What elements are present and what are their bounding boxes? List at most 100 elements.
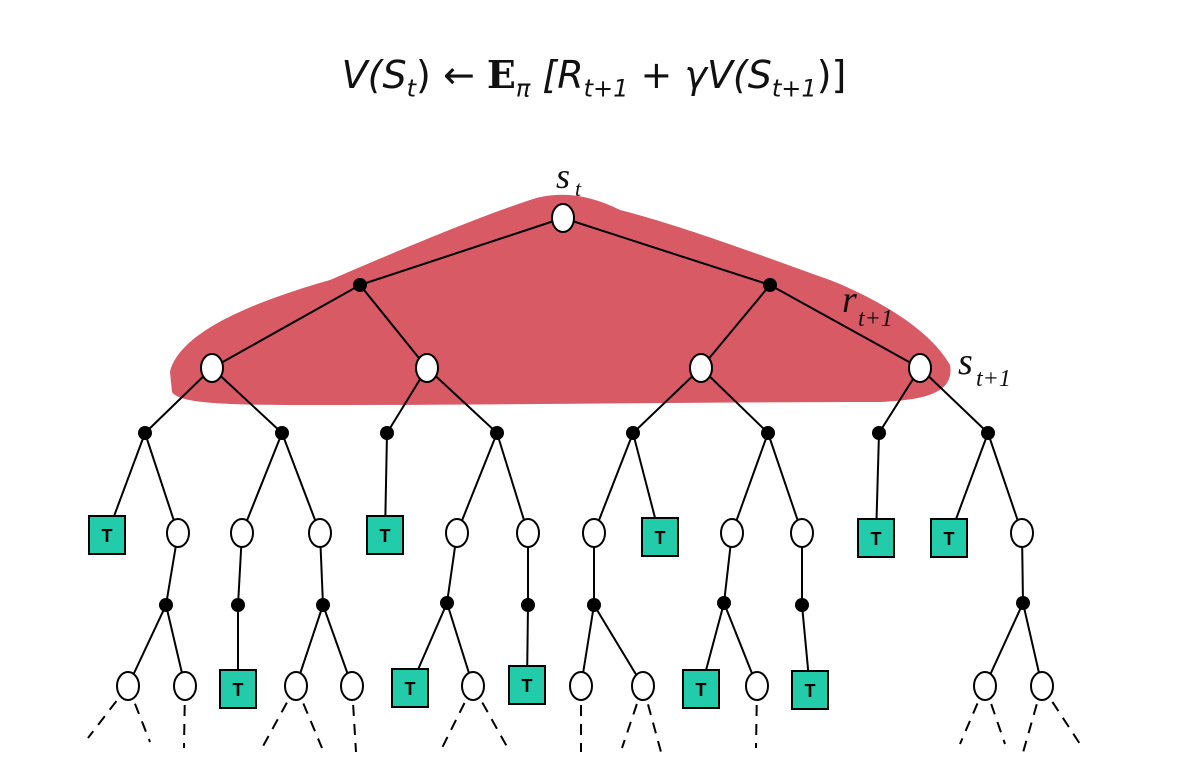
tree-edge [769, 284, 921, 369]
tree-edge [919, 367, 989, 434]
terminal-box [930, 518, 968, 558]
state-node [582, 518, 606, 548]
terminal-node: T [391, 668, 429, 708]
terminal-node: T [791, 670, 829, 710]
state-node [1010, 518, 1034, 548]
action-node [1016, 596, 1030, 610]
state-node [516, 518, 540, 548]
action-node [587, 598, 601, 612]
terminal-label: T [871, 529, 882, 549]
state-node [340, 671, 364, 701]
eq-r-sub: t+1 [583, 74, 629, 103]
action-node [353, 278, 367, 292]
terminal-node: T [366, 515, 404, 555]
root-state-sub: t [575, 176, 582, 201]
next-state-label: s [958, 341, 973, 383]
tree-edge [984, 602, 1024, 687]
state-node [308, 518, 332, 548]
action-node [490, 426, 504, 440]
tree-edge [241, 432, 283, 534]
eq-lhs: V(S [341, 53, 407, 97]
dashed-branch [642, 685, 662, 753]
action-node [981, 426, 995, 440]
action-node [159, 598, 173, 612]
state-node [973, 671, 997, 701]
terminal-node: T [219, 669, 257, 709]
tree-edge [723, 602, 758, 687]
tree-edge [593, 604, 644, 687]
eq-rhs-paren: ) [416, 53, 431, 97]
tree-edge [426, 367, 498, 434]
tree-edge [731, 432, 769, 534]
eq-v2-sub: t+1 [771, 74, 817, 103]
eq-plus: + [628, 53, 685, 97]
tree-edge [562, 217, 771, 286]
state-node [230, 518, 254, 548]
terminal-label: T [696, 680, 707, 700]
state-node [284, 671, 308, 701]
terminal-label: T [102, 526, 113, 546]
action-node [380, 426, 394, 440]
tree-edge [359, 284, 428, 369]
state-node [790, 518, 814, 548]
terminal-label: T [522, 676, 533, 696]
terminal-label: T [655, 528, 666, 548]
reward-label: r [842, 279, 857, 321]
root-state-label: s [556, 156, 570, 196]
terminal-node: T [641, 517, 679, 557]
tree-edge [281, 432, 321, 534]
tree-edge [987, 432, 1023, 534]
dashed-branch [472, 685, 511, 753]
tree-edge [593, 432, 634, 534]
action-node [872, 426, 886, 440]
terminal-node: T [930, 518, 968, 558]
next-state-sub: t+1 [976, 366, 1011, 392]
terminal-node: T [508, 665, 546, 705]
terminal-label: T [405, 679, 416, 699]
tree-edge [211, 367, 283, 434]
state-node [1030, 671, 1054, 701]
highlight-region [170, 194, 951, 405]
terminal-label: T [380, 526, 391, 546]
state-node [173, 671, 197, 701]
terminal-node: T [857, 518, 895, 558]
tree-edge [767, 432, 803, 534]
eq-expect-sub: π [515, 74, 531, 103]
action-node [626, 426, 640, 440]
eq-bracket-open: [R [542, 53, 584, 97]
terminal-box [219, 669, 257, 709]
state-node [461, 671, 485, 701]
state-node [445, 518, 469, 548]
state-node [631, 671, 655, 701]
tree-edge [496, 432, 529, 534]
terminal-box [391, 668, 429, 708]
eq-arrow: ← [442, 53, 475, 97]
state-node [745, 671, 769, 701]
dashed-branch [261, 685, 297, 749]
action-node [717, 596, 731, 610]
action-node [763, 278, 777, 292]
tree-edge [700, 284, 771, 369]
tree-edge [700, 367, 769, 434]
state-node [116, 671, 140, 701]
terminal-node: T [682, 669, 720, 709]
terminal-box [682, 669, 720, 709]
state-node [569, 671, 593, 701]
terminal-box [791, 670, 829, 710]
tree-nodes: T T T T T T T T T T [88, 203, 1054, 710]
action-node [761, 426, 775, 440]
tree-edge [632, 367, 702, 434]
dashed-branch [1021, 685, 1043, 757]
action-node [521, 598, 535, 612]
terminal-box [641, 517, 679, 557]
terminal-box [366, 515, 404, 555]
bellman-equation: V(St) ← Eπ [Rt+1 + γV(St+1)] [0, 52, 1188, 103]
terminal-label: T [233, 680, 244, 700]
tree-edge [144, 367, 213, 434]
state-node [415, 353, 439, 383]
terminal-node: T [88, 515, 126, 555]
action-node [795, 598, 809, 612]
eq-close: )] [816, 53, 847, 97]
action-node [316, 598, 330, 612]
